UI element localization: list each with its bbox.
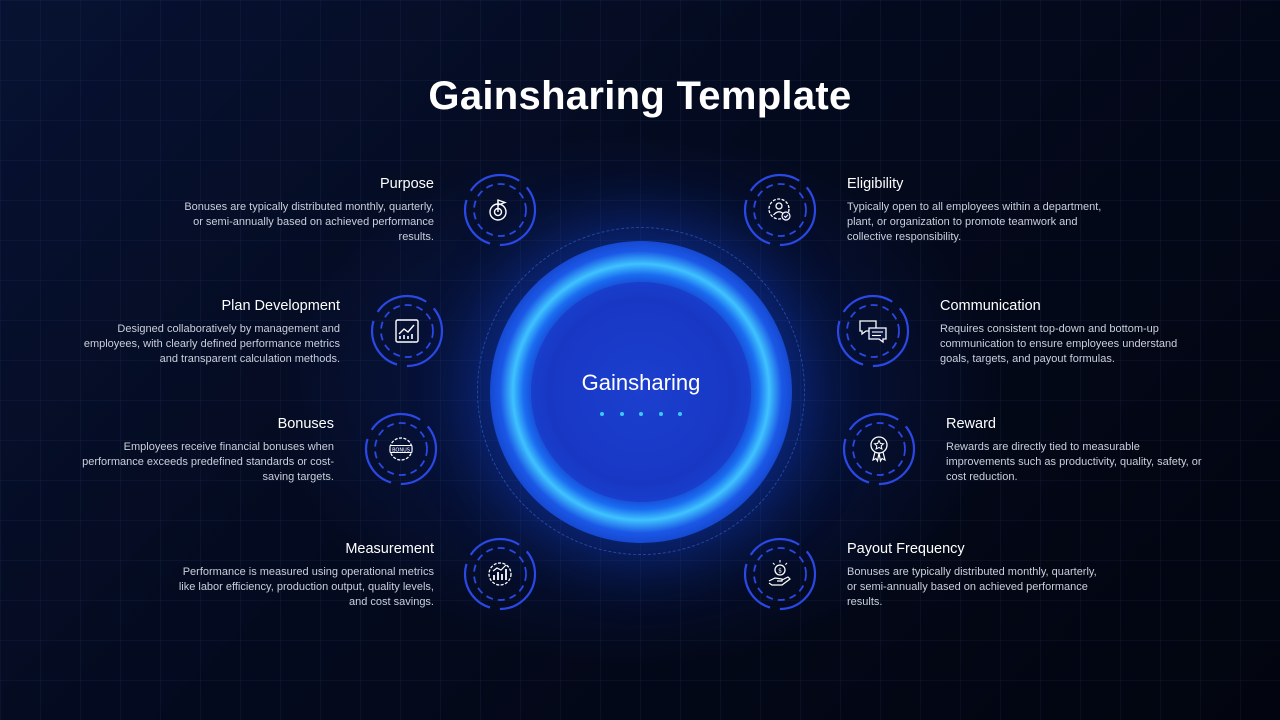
item-description: Designed collaboratively by management a… <box>83 323 340 365</box>
center-label: Gainsharing <box>581 370 701 395</box>
chat-bubbles-icon <box>835 293 911 369</box>
item-purpose: Purpose Bonuses are typically distribute… <box>174 176 434 244</box>
dot <box>639 412 643 416</box>
dot <box>619 412 624 416</box>
item-description: Bonuses are typically distributed monthl… <box>184 201 434 243</box>
item-measurement: Measurement Performance is measured usin… <box>174 541 434 609</box>
item-description: Bonuses are typically distributed monthl… <box>847 566 1097 608</box>
item-plan-development: Plan Development Designed collaborativel… <box>80 298 340 366</box>
item-title: Reward <box>946 416 996 432</box>
money-hand-icon: $ <box>742 536 818 612</box>
item-title: Bonuses <box>277 416 334 432</box>
item-title: Payout Frequency <box>847 541 965 557</box>
item-description: Rewards are directly tied to measurable … <box>946 441 1202 483</box>
growth-chart-icon <box>369 293 445 369</box>
target-flag-icon <box>462 172 538 248</box>
item-title: Measurement <box>345 541 434 557</box>
item-bonuses: Bonuses Employees receive financial bonu… <box>74 416 334 484</box>
center-inner-circle <box>531 282 751 502</box>
item-description: Performance is measured using operationa… <box>178 566 434 608</box>
center-dots <box>600 412 682 420</box>
item-communication: Communication Requires consistent top-do… <box>940 298 1200 366</box>
item-title: Eligibility <box>847 176 904 192</box>
item-title: Communication <box>940 298 1041 314</box>
item-payout-frequency: Payout Frequency Bonuses are typically d… <box>847 541 1107 609</box>
item-description: Requires consistent top-down and bottom-… <box>940 323 1178 365</box>
page-title: Gainsharing Template <box>428 74 852 118</box>
user-gear-check-icon <box>742 172 818 248</box>
dot <box>658 412 663 416</box>
item-description: Employees receive financial bonuses when… <box>82 441 334 483</box>
svg-text:$: $ <box>778 567 782 574</box>
bar-chart-icon <box>462 536 538 612</box>
item-reward: Reward Rewards are directly tied to meas… <box>946 416 1206 484</box>
item-title: Purpose <box>379 176 434 192</box>
award-medal-icon <box>841 411 917 487</box>
item-title: Plan Development <box>221 298 341 314</box>
dot <box>600 412 604 416</box>
outer-dashed-ring <box>477 227 805 555</box>
svg-text:BONUS: BONUS <box>392 447 410 453</box>
dot <box>678 412 682 416</box>
item-description: Typically open to all employees within a… <box>847 201 1102 243</box>
item-eligibility: Eligibility Typically open to all employ… <box>847 176 1107 244</box>
bonus-badge-icon: BONUS <box>363 411 439 487</box>
